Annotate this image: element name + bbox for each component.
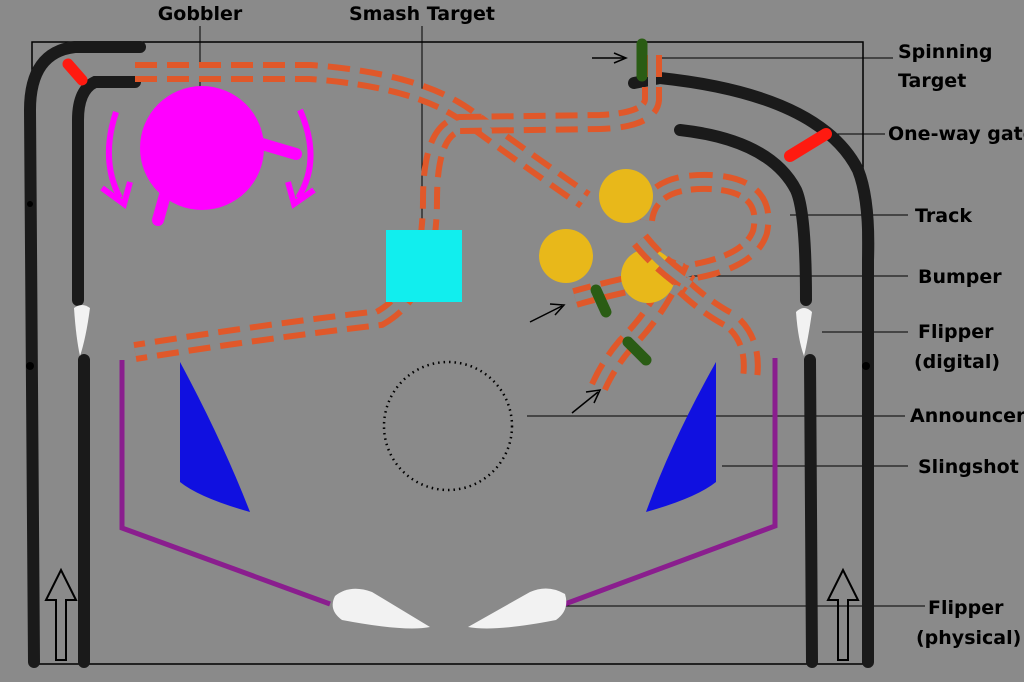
sling-wall-left xyxy=(119,360,331,607)
direction-arrows xyxy=(44,52,860,661)
gobbler xyxy=(100,86,316,226)
label-flipper-digital-line2: (digital) xyxy=(914,351,1000,373)
slingshot-right xyxy=(646,362,716,512)
label-one-way-gate: One-way gate xyxy=(888,123,1024,145)
flipper-digital-left xyxy=(74,305,90,356)
label-track: Track xyxy=(915,205,972,227)
arrow-spinner-icon xyxy=(592,52,628,64)
target-bumper-lane xyxy=(590,284,612,318)
slingshot-left xyxy=(180,362,250,512)
flipper-digital-right xyxy=(796,308,812,356)
rotate-right-arrow-icon xyxy=(285,108,316,209)
smash-target xyxy=(386,230,462,302)
label-bumper: Bumper xyxy=(918,266,1002,288)
label-flipper-physical-line2: (physical) xyxy=(916,627,1021,649)
bumper-top xyxy=(599,169,653,223)
one-way-gate-left xyxy=(62,58,88,86)
bumper-left xyxy=(539,229,593,283)
label-announcer: Announcer xyxy=(910,405,1024,427)
label-flipper-physical-line1: Flipper xyxy=(928,597,1004,619)
label-gobbler: Gobbler xyxy=(158,3,243,25)
label-spinning-target-line2: Target xyxy=(898,70,966,92)
label-smash-target: Smash Target xyxy=(349,3,495,25)
rotate-left-arrow-icon xyxy=(100,111,133,209)
announcer xyxy=(382,360,514,492)
arrow-up-left-icon xyxy=(44,567,78,661)
label-slingshot: Slingshot xyxy=(918,456,1019,478)
track-rails xyxy=(23,41,875,668)
label-spinning-target-line1: Spinning xyxy=(898,41,993,63)
arrow-bumper-lane-icon xyxy=(529,303,566,323)
one-way-gate-right xyxy=(784,128,832,162)
flipper-physical-right xyxy=(468,588,567,629)
arrow-up-right-icon xyxy=(826,567,860,661)
labels: Gobbler Smash Target Spinning Target One… xyxy=(158,3,1024,649)
arrow-lower-lane-icon xyxy=(571,389,602,414)
ball-path-over-bumper xyxy=(632,233,696,294)
flipper-physical-left xyxy=(332,588,430,629)
sling-wall-right xyxy=(564,358,778,607)
target-lower-lane xyxy=(622,336,652,366)
label-flipper-digital-line1: Flipper xyxy=(918,321,994,343)
